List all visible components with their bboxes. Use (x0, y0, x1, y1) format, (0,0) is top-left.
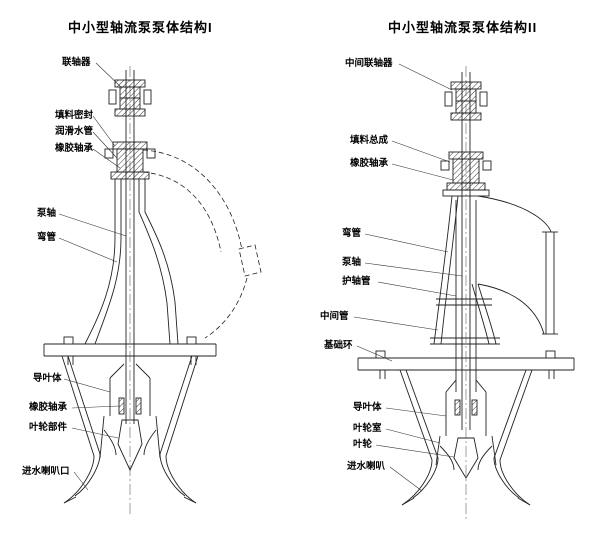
right-label-impeller: 叶轮 (353, 439, 373, 450)
left-diagram-title: 中小型轴流泵泵体结构I (68, 20, 213, 35)
right-bell-mouth (399, 369, 533, 506)
right-label-pump-shaft: 泵轴 (342, 257, 362, 268)
right-packing-assembly (440, 151, 492, 197)
left-elbow-phantom (142, 149, 262, 339)
right-label-rubber-bearing: 橡胶轴承 (350, 158, 389, 169)
left-packing-seal (104, 141, 156, 180)
right-label-intermediate-pipe: 中间管 (320, 311, 349, 322)
left-coupling (108, 79, 152, 117)
right-foundation-ring (357, 350, 575, 379)
left-label-rubber-bearing-upper: 橡胶轴承 (55, 143, 94, 154)
left-label-lube-water-pipe: 润滑水管 (55, 126, 94, 137)
left-label-packing-seal: 填料密封 (55, 110, 94, 121)
left-pump-drawing (43, 62, 262, 516)
right-label-elbow: 弯管 (342, 228, 362, 239)
right-label-foundation-ring: 基础环 (324, 340, 353, 351)
right-label-inlet-bell: 进水喇叭 (347, 461, 386, 472)
left-label-guide-vane-body: 导叶体 (33, 373, 62, 384)
left-label-inlet-bell: 进水喇叭口 (22, 466, 70, 477)
left-support-plate (43, 336, 217, 365)
right-intermediate-coupling (444, 81, 488, 121)
right-label-packing-assembly: 填料总成 (350, 135, 389, 146)
right-label-intermediate-coupling: 中间联轴器 (345, 58, 393, 69)
right-pump-drawing (353, 63, 575, 520)
left-label-pump-shaft: 泵轴 (37, 208, 57, 219)
right-leader-lines (353, 63, 463, 492)
right-intermediate-pipe (430, 195, 500, 345)
left-label-coupling: 联轴器 (62, 57, 91, 68)
right-elbow (477, 195, 558, 335)
right-label-impeller-chamber: 叶轮室 (353, 423, 382, 434)
left-label-elbow: 弯管 (37, 232, 57, 243)
left-label-rubber-bearing-lower: 橡胶轴承 (29, 402, 68, 413)
right-label-shaft-guard-tube: 护轴管 (342, 276, 371, 287)
left-casing (84, 179, 179, 345)
right-label-guide-vane-body: 导叶体 (353, 402, 382, 413)
right-guide-vane-impeller (435, 379, 497, 479)
right-diagram-title: 中小型轴流泵泵体结构II (388, 20, 538, 35)
left-label-impeller-assembly: 叶轮部件 (29, 422, 68, 433)
left-pump-shaft (125, 70, 135, 424)
left-leader-lines (58, 62, 127, 491)
